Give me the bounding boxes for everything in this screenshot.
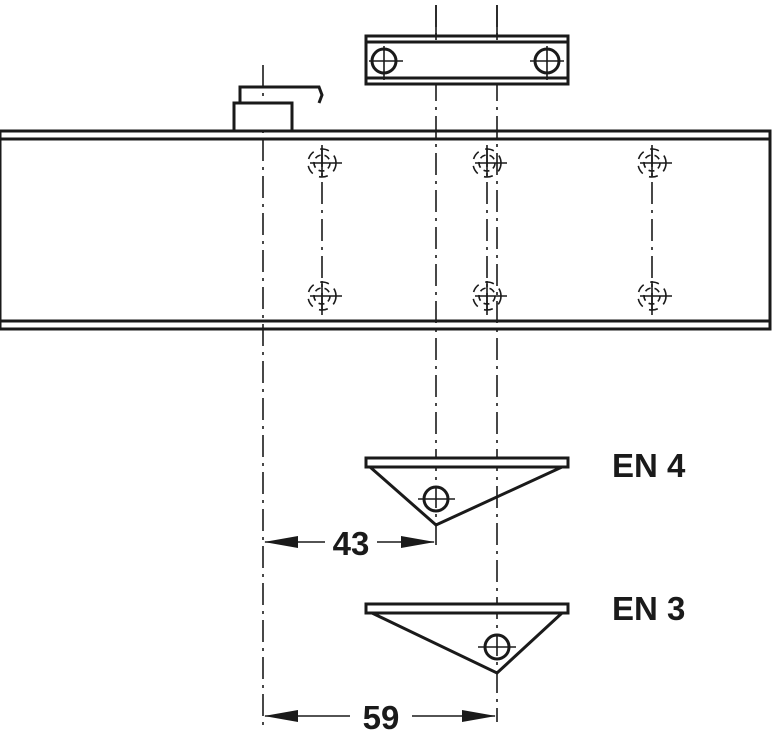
spindle-block [232, 85, 324, 133]
screw-hole-icon [307, 148, 342, 178]
dimension-43-label: 43 [333, 525, 370, 562]
screw-hole-icon [307, 281, 342, 311]
dimension-59-label: 59 [363, 699, 400, 730]
screw-holes [307, 148, 672, 311]
en4-label: EN 4 [612, 447, 686, 484]
en4-arm-bracket [364, 456, 570, 527]
dimension-43: 43 [264, 525, 435, 562]
en3-label: EN 3 [612, 590, 685, 627]
screw-hole-icon [637, 148, 672, 178]
en3-arm-bracket [364, 602, 570, 675]
screw-hole-icon [472, 148, 507, 178]
screw-hole-icon [472, 281, 507, 311]
screw-hole-icon [637, 281, 672, 311]
closer-body [0, 129, 772, 331]
mounting-bracket [364, 5, 570, 86]
dimension-59: 59 [264, 699, 496, 730]
